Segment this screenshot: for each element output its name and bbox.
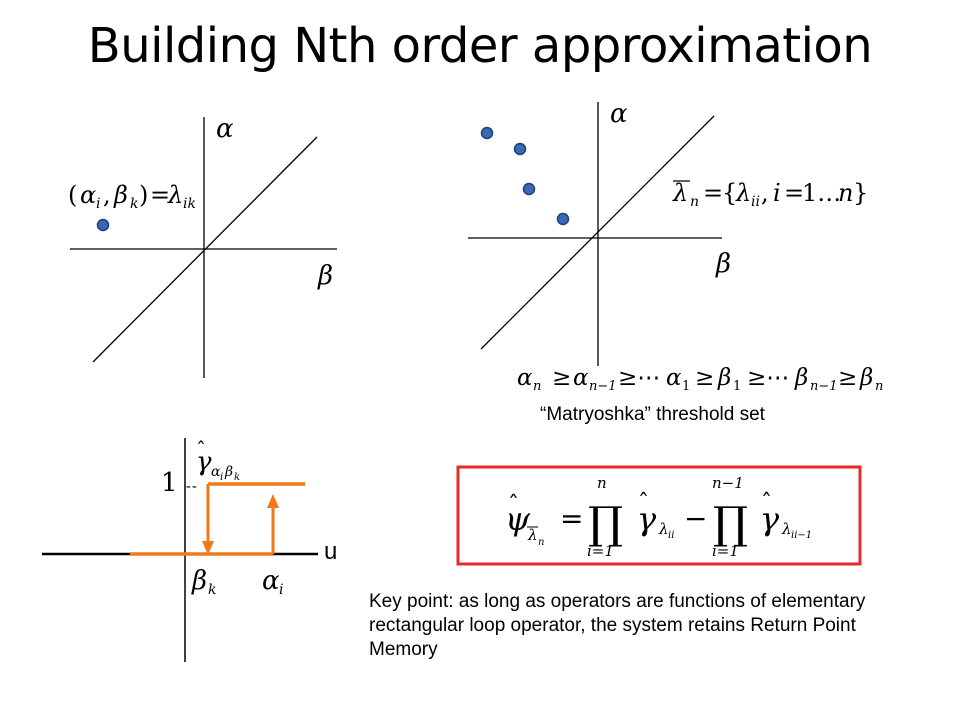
svg-text:n: n xyxy=(538,537,544,548)
formula-box xyxy=(456,465,862,566)
left-beta-label: β xyxy=(317,261,333,291)
matryoshka-caption: “Matryoshka” threshold set xyxy=(540,404,765,425)
loop-up-arrowhead xyxy=(267,494,279,508)
right-data-point-1 xyxy=(480,126,494,140)
svg-text:=: = xyxy=(784,179,804,207)
svg-text:γ: γ xyxy=(637,500,657,538)
svg-text:k: k xyxy=(234,472,240,483)
svg-text:i: i xyxy=(220,472,223,483)
svg-text:=: = xyxy=(560,502,583,535)
svg-text:n: n xyxy=(838,179,853,207)
svg-text:λ: λ xyxy=(167,181,183,209)
svg-text:ˆ: ˆ xyxy=(508,493,519,518)
svg-text:i: i xyxy=(96,196,100,212)
svg-text:λ: λ xyxy=(658,520,669,538)
svg-text:,: , xyxy=(103,181,111,209)
svg-text:β: β xyxy=(794,365,808,391)
right-alpha-label: α xyxy=(610,99,628,129)
svg-text:ii−1: ii−1 xyxy=(791,530,812,541)
left-alpha-label: α xyxy=(216,114,234,144)
svg-text:≥: ≥ xyxy=(695,365,714,391)
level-one-label: 1 -- xyxy=(161,468,198,498)
svg-text:γ: γ xyxy=(196,447,212,477)
left-diagonal-line xyxy=(92,136,318,363)
svg-text:}: } xyxy=(853,179,868,207)
svg-text:n: n xyxy=(875,379,883,394)
svg-text:=: = xyxy=(703,179,723,207)
svg-text:n: n xyxy=(690,194,699,210)
left-plane: α β ( α i , β k ) = λ ik xyxy=(68,114,337,378)
loop-down-arrowhead xyxy=(202,541,214,555)
svg-text:β: β xyxy=(717,365,731,391)
svg-text:n−1: n−1 xyxy=(589,379,617,394)
lambda-set-formula: λ n = { λ ii , i = 1… n } xyxy=(672,179,868,210)
svg-text:−: − xyxy=(684,502,707,535)
slide-title: Building Nth order approximation xyxy=(87,18,873,74)
svg-text:i=1: i=1 xyxy=(712,542,739,560)
svg-text:k: k xyxy=(130,196,138,212)
svg-text:ψ: ψ xyxy=(505,500,531,538)
hysteresis-loop-diagram: γ ˆ α i β k β k α i xyxy=(42,437,318,662)
svg-text:≥⋯: ≥⋯ xyxy=(747,365,789,391)
svg-text:n−1: n−1 xyxy=(712,474,744,492)
ordering-inequality: α n ≥ α n−1 ≥⋯ α 1 ≥ β 1 ≥⋯ β n−1 ≥ β n xyxy=(517,365,883,394)
svg-text:): ) xyxy=(139,181,148,209)
svg-text:n−1: n−1 xyxy=(810,379,838,394)
u-axis-label: u xyxy=(324,538,338,565)
svg-text:i=1: i=1 xyxy=(587,542,614,560)
svg-text:∏: ∏ xyxy=(588,498,623,549)
svg-text:,: , xyxy=(761,179,769,207)
right-data-point-2 xyxy=(513,142,527,156)
right-data-point-3 xyxy=(522,182,536,196)
svg-text:α: α xyxy=(211,464,221,480)
svg-text:n: n xyxy=(533,379,541,394)
right-plane: α β λ n = { λ ii , i = 1… n } xyxy=(468,99,868,366)
svg-text:1…: 1… xyxy=(802,179,841,207)
svg-text:β: β xyxy=(224,464,233,480)
svg-text:α: α xyxy=(666,365,682,391)
right-data-point-4 xyxy=(556,212,570,226)
svg-text:λ: λ xyxy=(527,526,538,544)
beta-k-label: β xyxy=(191,566,207,596)
svg-text:i: i xyxy=(773,179,781,207)
svg-text:≥: ≥ xyxy=(552,365,571,391)
svg-text:≥⋯: ≥⋯ xyxy=(618,365,660,391)
svg-text:γ: γ xyxy=(760,500,780,538)
left-point-formula: ( α i , β k ) = λ ik xyxy=(68,181,196,212)
svg-text:λ: λ xyxy=(735,179,751,207)
key-point-text: Key point: as long as operators are func… xyxy=(369,591,866,660)
svg-text:≥: ≥ xyxy=(838,365,857,391)
svg-text:n: n xyxy=(597,474,607,492)
alpha-i-label: α xyxy=(262,566,280,596)
gamma-operator-label: γ ˆ α i β k xyxy=(196,437,240,483)
svg-text:λ: λ xyxy=(781,520,792,538)
svg-text:i: i xyxy=(279,582,283,598)
svg-text:1: 1 xyxy=(733,379,741,394)
svg-text:ii: ii xyxy=(751,194,760,210)
level-one-dashes: -- xyxy=(185,479,198,495)
svg-text:=: = xyxy=(150,181,170,209)
svg-text:∏: ∏ xyxy=(713,498,748,549)
svg-text:ˆ: ˆ xyxy=(761,491,772,516)
svg-text:β: β xyxy=(113,181,128,209)
right-beta-label: β xyxy=(715,249,731,279)
svg-text:(: ( xyxy=(68,181,77,209)
svg-text:λ: λ xyxy=(672,179,688,207)
svg-text:{: { xyxy=(722,179,737,207)
svg-text:α: α xyxy=(573,365,589,391)
left-data-point xyxy=(96,218,110,232)
svg-text:α: α xyxy=(80,181,96,209)
svg-text:ii: ii xyxy=(668,530,674,541)
boxed-formula: ψ ˆ λ n = n ∏ i=1 γ ˆ λ ii − n−1 ∏ i=1 γ… xyxy=(456,465,862,566)
svg-text:β: β xyxy=(859,365,873,391)
svg-text:α: α xyxy=(517,365,533,391)
svg-text:ˆ: ˆ xyxy=(196,437,206,461)
svg-text:ik: ik xyxy=(183,196,196,212)
right-diagonal-line xyxy=(480,115,715,350)
svg-text:ˆ: ˆ xyxy=(638,491,649,516)
svg-text:k: k xyxy=(208,582,216,598)
svg-text:1: 1 xyxy=(682,379,690,394)
